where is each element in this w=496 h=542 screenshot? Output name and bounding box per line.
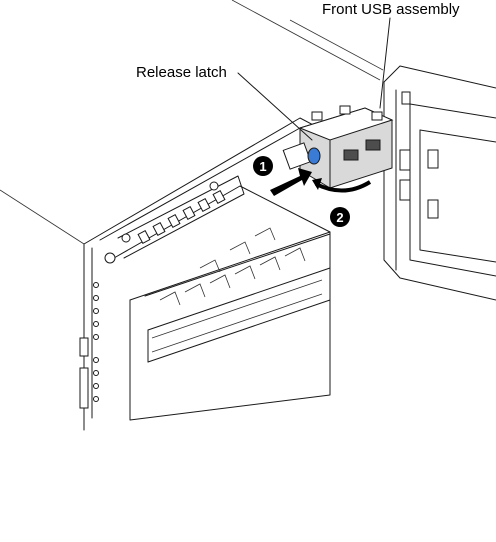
svg-text:2: 2	[336, 210, 343, 225]
rotate-arrow-icon	[315, 180, 372, 193]
front-usb-assembly-callout: Front USB assembly	[322, 1, 460, 18]
push-arrow-icon	[270, 168, 312, 196]
usb-assembly-leader-line	[379, 17, 391, 109]
chassis-top-panel	[0, 0, 384, 245]
drive-bay-cage	[104, 175, 331, 421]
step-2-badge: 2	[330, 207, 350, 227]
release-latch-callout: Release latch	[136, 64, 227, 81]
cage-fins	[159, 227, 306, 306]
usb-port-icon	[343, 149, 359, 161]
latch-button-icon	[307, 147, 321, 165]
release-latch-leader-line	[237, 72, 313, 141]
svg-text:1: 1	[259, 159, 266, 174]
step-1-badge: 1	[253, 156, 273, 176]
chassis-front-frame	[79, 117, 373, 431]
release-latch	[282, 142, 321, 170]
connector-strip	[104, 175, 245, 264]
usb-port-icon	[365, 139, 381, 151]
vent-holes	[93, 282, 99, 402]
front-usb-assembly	[298, 105, 394, 189]
side-door	[383, 65, 496, 301]
